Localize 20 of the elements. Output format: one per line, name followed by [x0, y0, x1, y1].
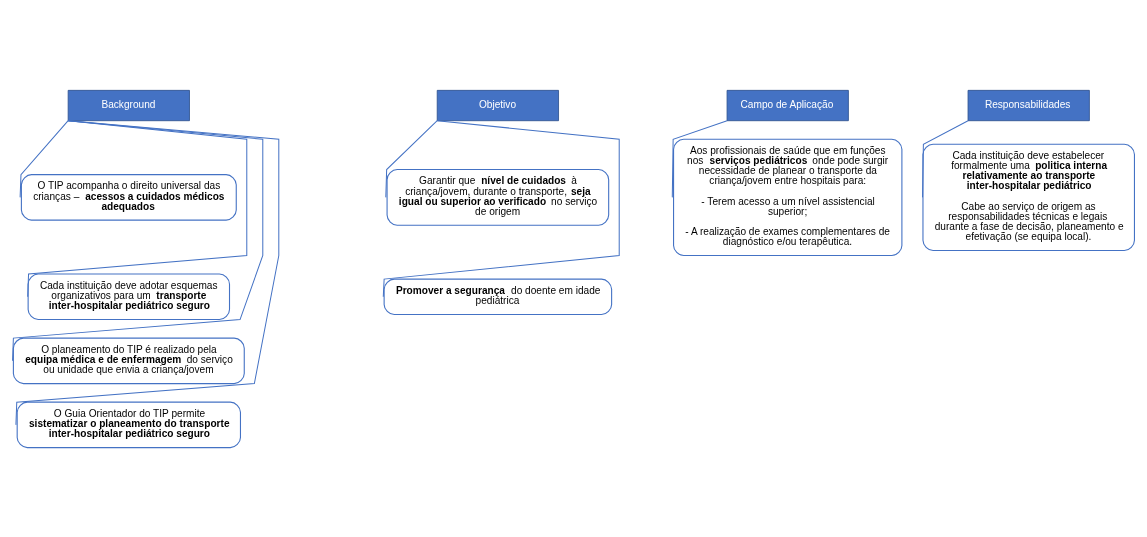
node-box: Garantir que nível de cuidados à criança/jovem, durante o transporte, seja igual ou superior ao verificado no serviço de origem [386, 168, 610, 226]
connector [15, 119, 280, 425]
connector [19, 119, 69, 198]
node-box: Campo de Aplicação [726, 89, 849, 121]
node-box: O planeamento do TIP é realizado pela equipa médica e de enfermagem do serviço ou unidade que envia a criança/jovem [12, 337, 245, 384]
node-box: Responsabilidades [967, 89, 1090, 121]
node-box: O Guia Orientador do TIP permite sistematizar o planeamento do transporte inter-hospitalar pediátrico seguro [16, 401, 241, 448]
connector [922, 119, 969, 198]
connector [385, 119, 438, 198]
node-box: Background [67, 89, 190, 121]
node-box: Objetivo [436, 89, 559, 121]
node-box: Aos profissionais de saúde que em funções nos serviços pediátricos onde pode surgir necessidade de planear o transporte da criança/jovem entre hospitais para: - Terem acesso a um nível assistencial superior; - A realização de exames complementares de diagnóstico e/ou terapêutica. [673, 138, 903, 256]
connector [382, 119, 620, 297]
connector [671, 119, 728, 198]
connector [27, 119, 248, 297]
node-box: O TIP acompanha o direito universal das crianças – acessos a cuidados médicos adequados [20, 173, 237, 221]
connector [12, 119, 264, 361]
node-box: Cada instituição deve adotar esquemas organizativos para um transporte inter-hospitalar pediátrico seguro [27, 273, 231, 320]
node-box: Cada instituição deve estabelecer formalmente uma politica interna relativamente ao transporte inter-hospitalar pediátrico Cabe ao serviço de origem as responsabilidades técnicas e legais durante a fase de decisão, planeamento e efetivação (se equipa local). [922, 143, 1135, 251]
node-box: Promover a segurança do doente em idade pediátrica [383, 278, 613, 315]
